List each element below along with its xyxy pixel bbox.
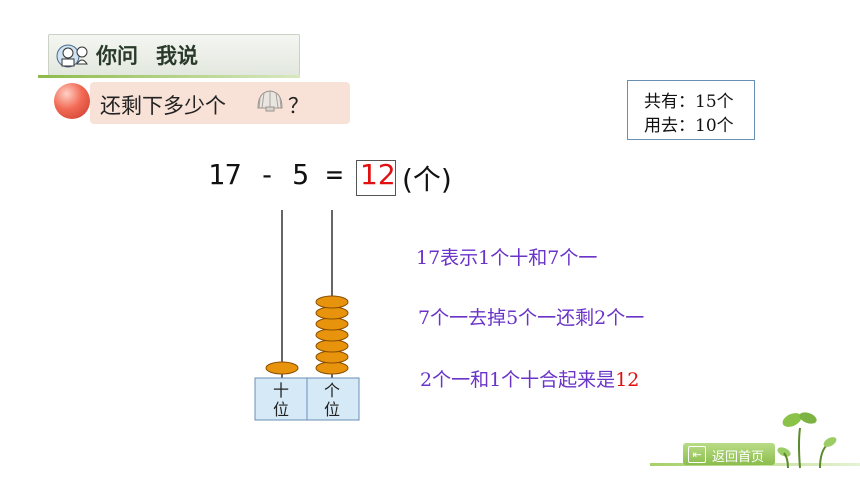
tens-place-box: [254, 377, 308, 421]
banner-underline: [38, 75, 300, 78]
section-banner: [48, 34, 300, 76]
students-icon: [56, 44, 88, 68]
explanation-line-3-number: 12: [615, 369, 640, 391]
sprout-icon: [777, 412, 837, 469]
home-button-label[interactable]: 返回首页: [712, 450, 765, 465]
abacus: [254, 210, 360, 421]
shell-icon: [257, 90, 283, 112]
question-box: [90, 82, 350, 124]
info-box: 共有：15个 用去：10个: [627, 80, 755, 140]
answer-value: 12: [360, 158, 396, 191]
question-mark: ？: [288, 94, 309, 118]
info-total: 共有：15个: [644, 92, 734, 112]
explanation-line-1: 17表示1个十和7个一: [416, 247, 598, 269]
equation-expression: 17 - 5 =: [208, 158, 343, 191]
info-used: 用去：10个: [644, 116, 734, 136]
ones-bead: [315, 328, 349, 342]
answer-box: [356, 160, 396, 196]
ones-bead: [315, 361, 349, 375]
ones-place-label: 个 位: [323, 381, 340, 419]
home-button[interactable]: [683, 443, 775, 465]
explanation-line-2: 7个一去掉5个一还剩2个一: [418, 307, 645, 329]
explanation-line-3: 2个一和1个十合起来是12: [420, 365, 639, 392]
banner-title-say: 我说: [156, 44, 198, 68]
banner-title-ask: 你问: [96, 44, 138, 68]
ones-bead: [315, 350, 349, 364]
tens-place-label: 十 位: [272, 381, 289, 419]
equation-unit: (个): [402, 163, 452, 196]
explanation-line-3-text: 2个一和1个十合起来是: [420, 369, 616, 391]
back-arrow-icon[interactable]: ⇤: [688, 446, 706, 463]
tens-bead: [265, 361, 299, 375]
ones-bead: [315, 339, 349, 353]
ones-bead: [315, 306, 349, 320]
question-text: 还剩下多少个: [100, 94, 226, 118]
ones-bead: [315, 295, 349, 309]
ones-bead: [315, 317, 349, 331]
red-ball-icon: [54, 83, 90, 119]
ones-place-box: [306, 377, 360, 421]
